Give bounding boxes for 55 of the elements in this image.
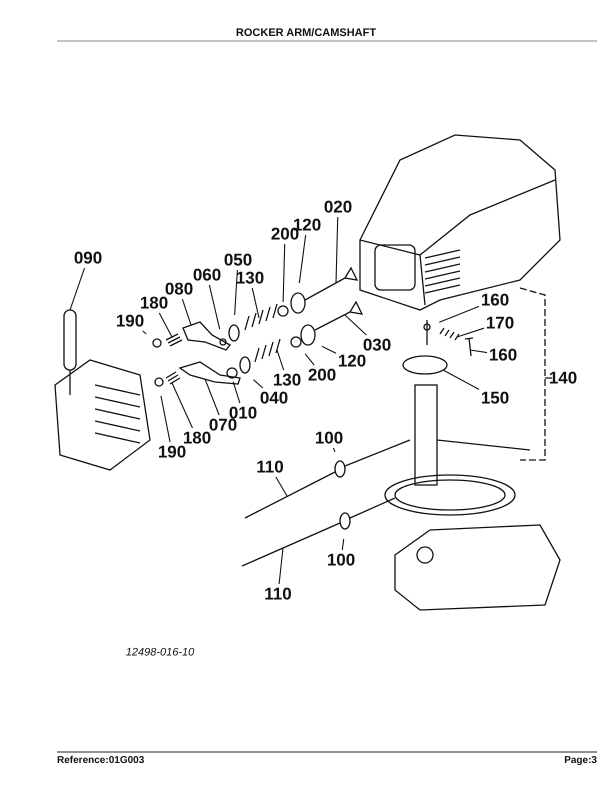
callout-number: 170 — [486, 314, 514, 332]
callout-number: 050 — [224, 252, 252, 268]
page-title: ROCKER ARM/CAMSHAFT — [236, 28, 376, 39]
leader-line — [69, 268, 86, 310]
leader-line — [439, 306, 480, 323]
leader-line — [276, 350, 284, 370]
callout-number: 180 — [182, 430, 212, 446]
callout-number: 030 — [362, 336, 392, 354]
callout-number: 130 — [272, 372, 302, 388]
leader-line — [252, 288, 260, 318]
leader-line — [160, 396, 171, 442]
callout-number: 090 — [74, 250, 102, 266]
leader-line — [344, 314, 367, 336]
leader-line — [442, 370, 480, 390]
drawing-number: 12498-016-10 — [126, 648, 194, 658]
callout-number: 140 — [548, 370, 578, 386]
callout-number: 100 — [314, 430, 344, 446]
callout-number: 190 — [158, 444, 186, 460]
callout-number: 130 — [236, 270, 264, 286]
leader-line — [456, 328, 484, 338]
callout-number: 180 — [140, 294, 168, 312]
leader-line — [142, 330, 146, 334]
callout-number: 200 — [308, 366, 336, 384]
leader-line — [253, 379, 264, 388]
callout-number: 110 — [256, 458, 284, 476]
callout-number: 060 — [192, 266, 222, 284]
leader-line — [275, 476, 288, 496]
leader-line — [234, 270, 238, 316]
leader-line — [470, 349, 488, 354]
callout-number: 150 — [480, 390, 510, 406]
leader-line — [172, 382, 193, 428]
leader-line — [332, 448, 336, 452]
leader-line — [158, 312, 172, 338]
callout-number: 040 — [260, 390, 288, 406]
leader-line — [182, 298, 192, 326]
callout-number: 100 — [326, 552, 356, 568]
callout-number: 120 — [338, 352, 366, 370]
reference-number: Reference:01G003 — [57, 756, 144, 766]
leader-line — [232, 382, 240, 404]
leader-line — [298, 234, 306, 284]
callout-number: 110 — [264, 586, 292, 602]
leader-line — [278, 548, 284, 584]
leader-line — [208, 284, 220, 330]
leader-line — [322, 346, 336, 354]
leader-line — [304, 354, 314, 366]
leader-line — [335, 216, 338, 284]
callout-number: 080 — [164, 280, 194, 298]
callout-number: 160 — [480, 292, 510, 308]
callout-number: 160 — [488, 346, 518, 364]
page-number: Page:3 — [564, 756, 597, 766]
leader-line — [204, 378, 220, 416]
callout-number: 020 — [324, 198, 352, 216]
leader-line — [342, 538, 344, 550]
leader-line — [282, 244, 286, 302]
callout-number: 190 — [116, 312, 144, 330]
